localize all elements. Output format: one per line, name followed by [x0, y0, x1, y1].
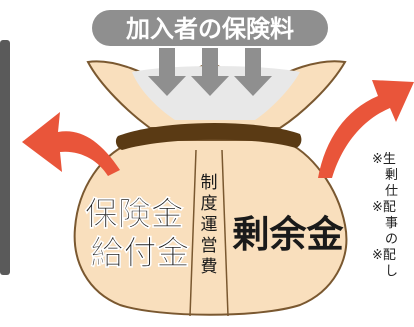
left-panel-edge [0, 40, 10, 275]
down-arrow-3 [234, 48, 272, 96]
down-arrow-1 [148, 48, 186, 96]
down-arrow-2 [191, 48, 229, 96]
side-note-fragment: ※生 剰 仕 ※配 事 の ※配 し [372, 152, 399, 279]
bag-divider-left [189, 149, 197, 317]
bag-left-section: 保険金 給付金 [85, 194, 196, 272]
bag-right-section: 剰余金 [233, 213, 345, 256]
premium-banner-label: 加入者の保険料 [126, 15, 294, 43]
red-arrow-left [22, 112, 120, 176]
red-arrow-right [318, 80, 414, 178]
bag-center-char: 営 [201, 236, 218, 256]
bag-center-char: 運 [201, 215, 218, 235]
premium-banner [92, 10, 328, 46]
premium-down-arrows [148, 48, 272, 96]
bag-left-line-1: 保険金 [85, 194, 185, 233]
bag-center-char: 費 [201, 257, 218, 277]
bag-center-char: 制 [201, 173, 218, 193]
bag-center-char: 度 [201, 194, 218, 214]
bag-body [73, 139, 348, 316]
bag-divider-right [221, 149, 229, 317]
bag-left-line-2: 給付金 [91, 233, 191, 272]
bag-rope [115, 122, 302, 150]
